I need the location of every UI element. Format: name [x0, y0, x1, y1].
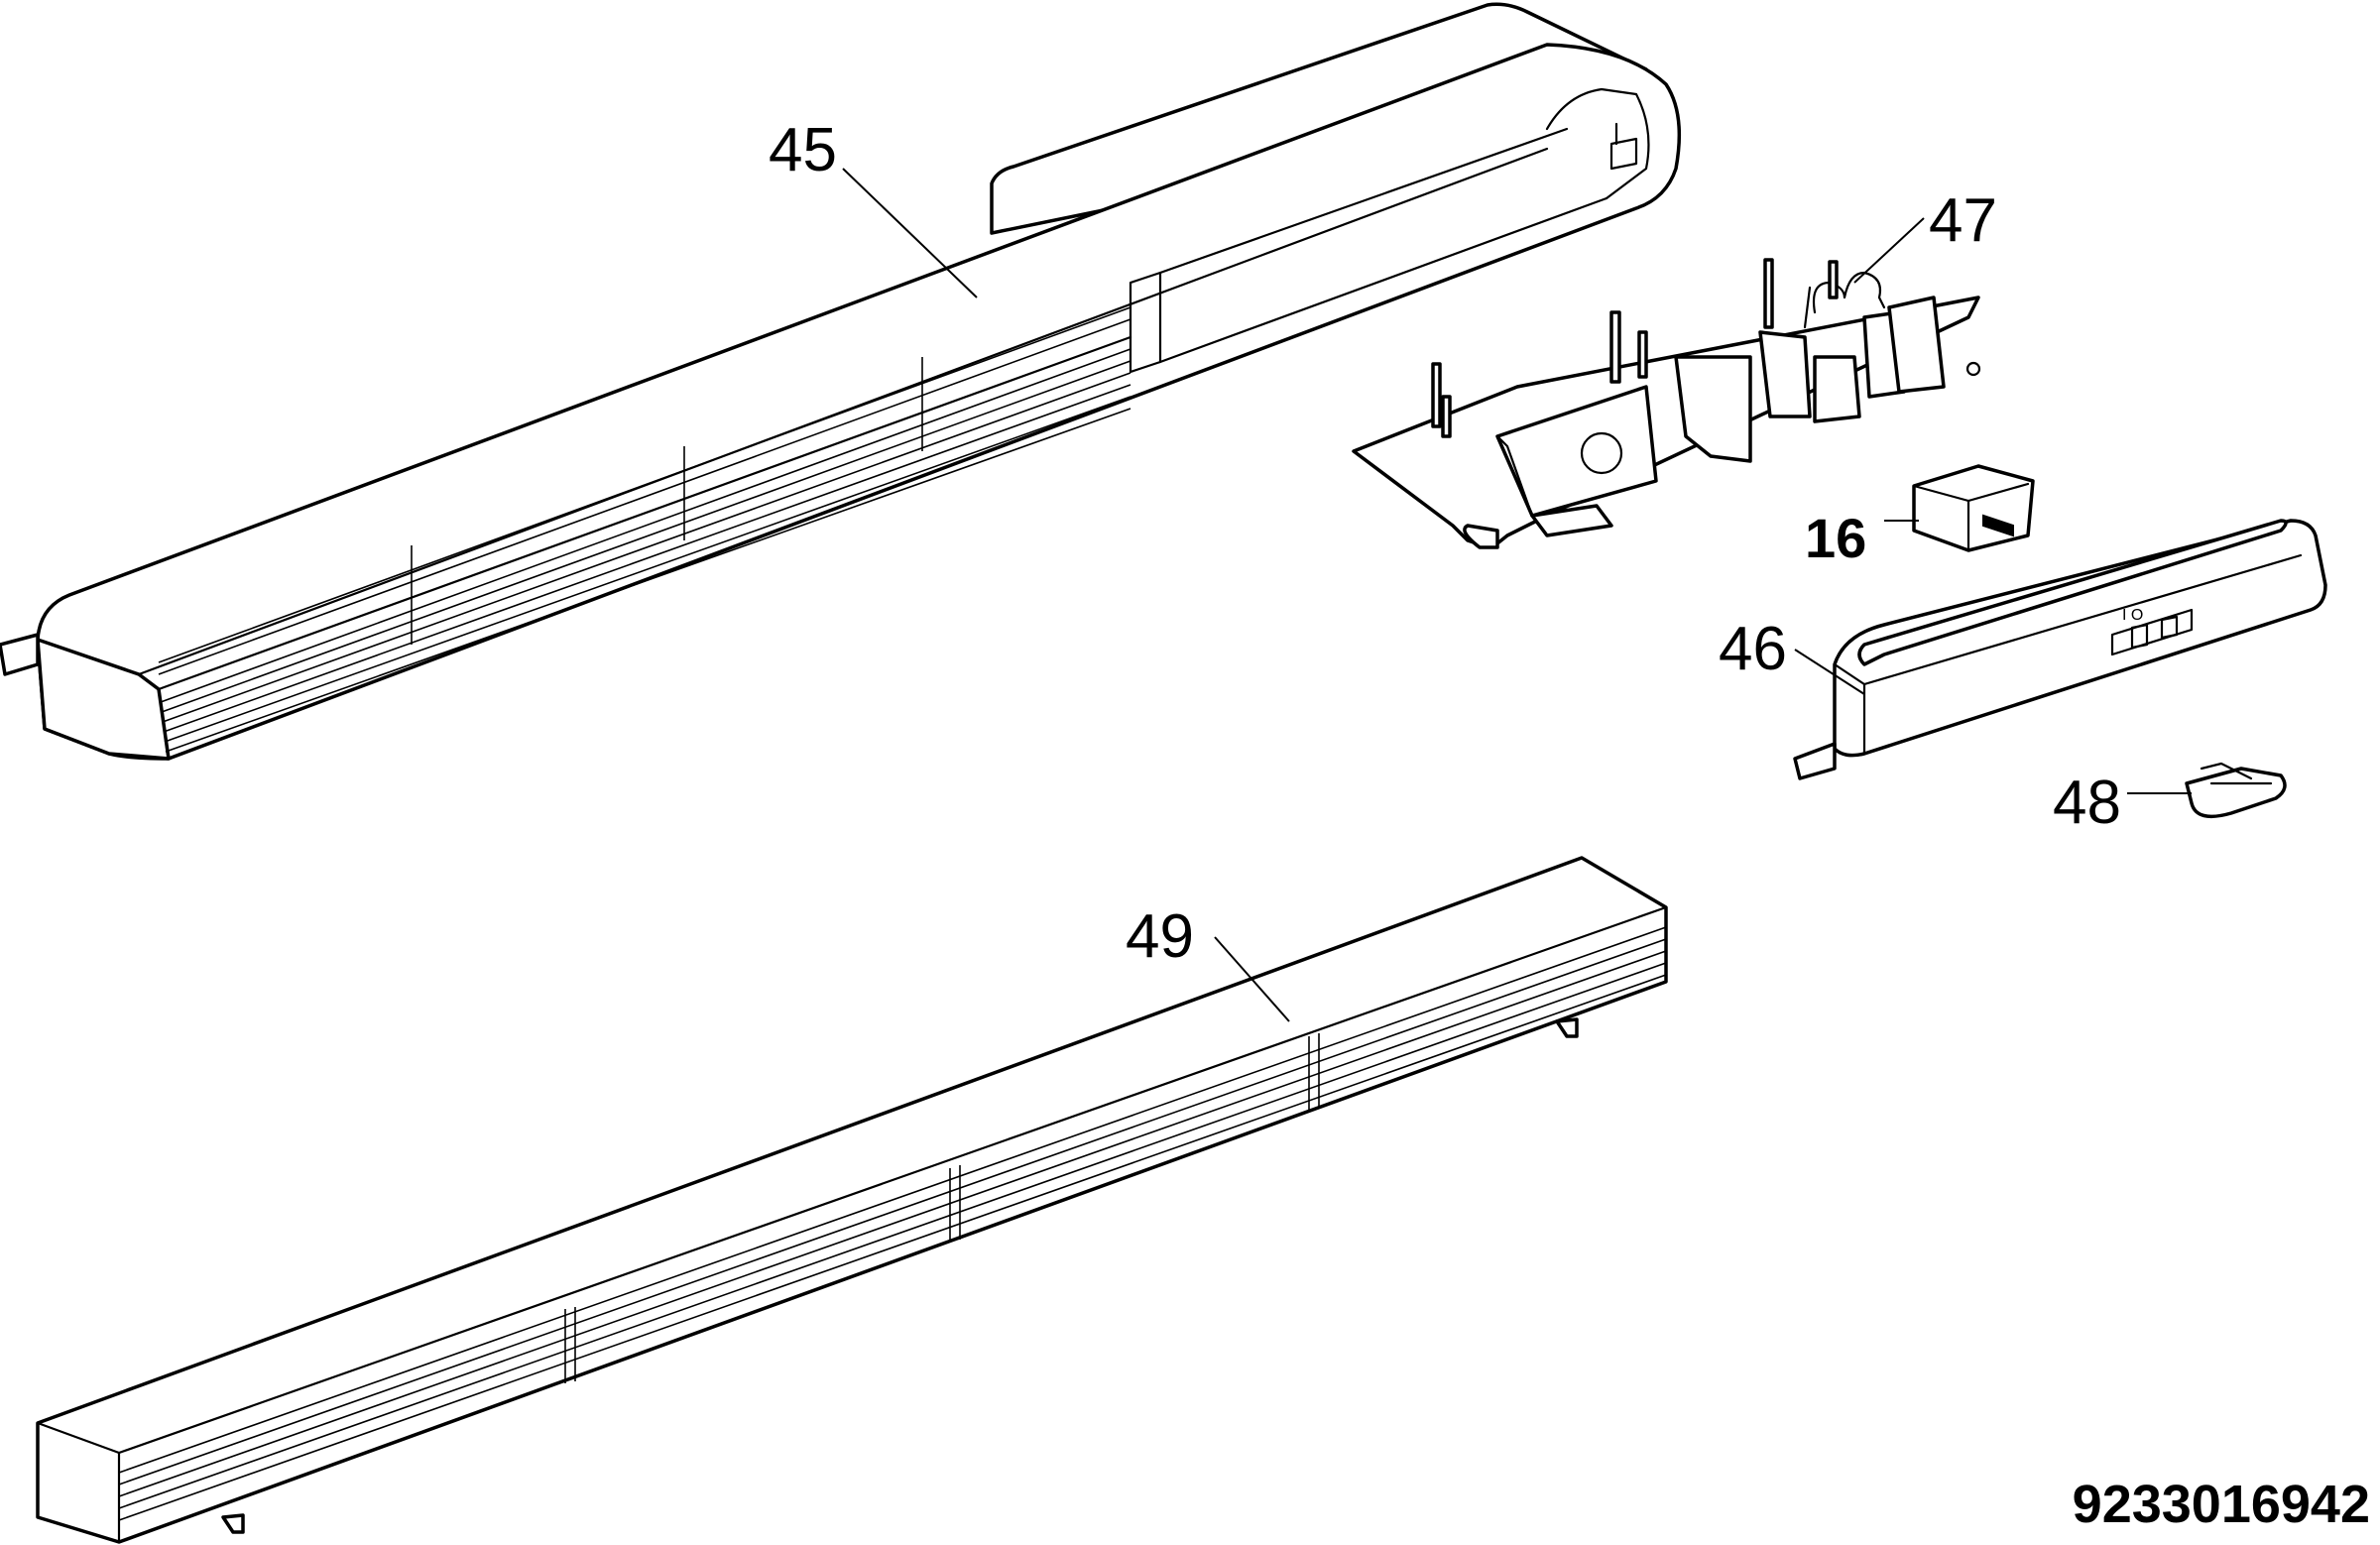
part-48-knob: 48 — [2053, 762, 2287, 837]
callout-16: 16 — [1805, 507, 1866, 569]
switch-marking: I O — [2122, 607, 2143, 624]
part-46-control-panel: I O 46 — [1719, 519, 2327, 780]
callout-46: 46 — [1719, 615, 1787, 683]
part-49-grille-cover: 49 — [36, 856, 1668, 1544]
callout-49: 49 — [1126, 902, 1194, 971]
part-47-control-bracket: 47 — [1352, 186, 1997, 549]
callout-48: 48 — [2053, 769, 2121, 837]
part-45-grille-housing: 45 — [0, 2, 1682, 761]
part-16-switch-block: 16 — [1805, 464, 2035, 569]
callout-47: 47 — [1929, 186, 1997, 255]
drawing-number: 9233016942 — [2073, 1475, 2370, 1534]
callout-45: 45 — [769, 116, 837, 184]
